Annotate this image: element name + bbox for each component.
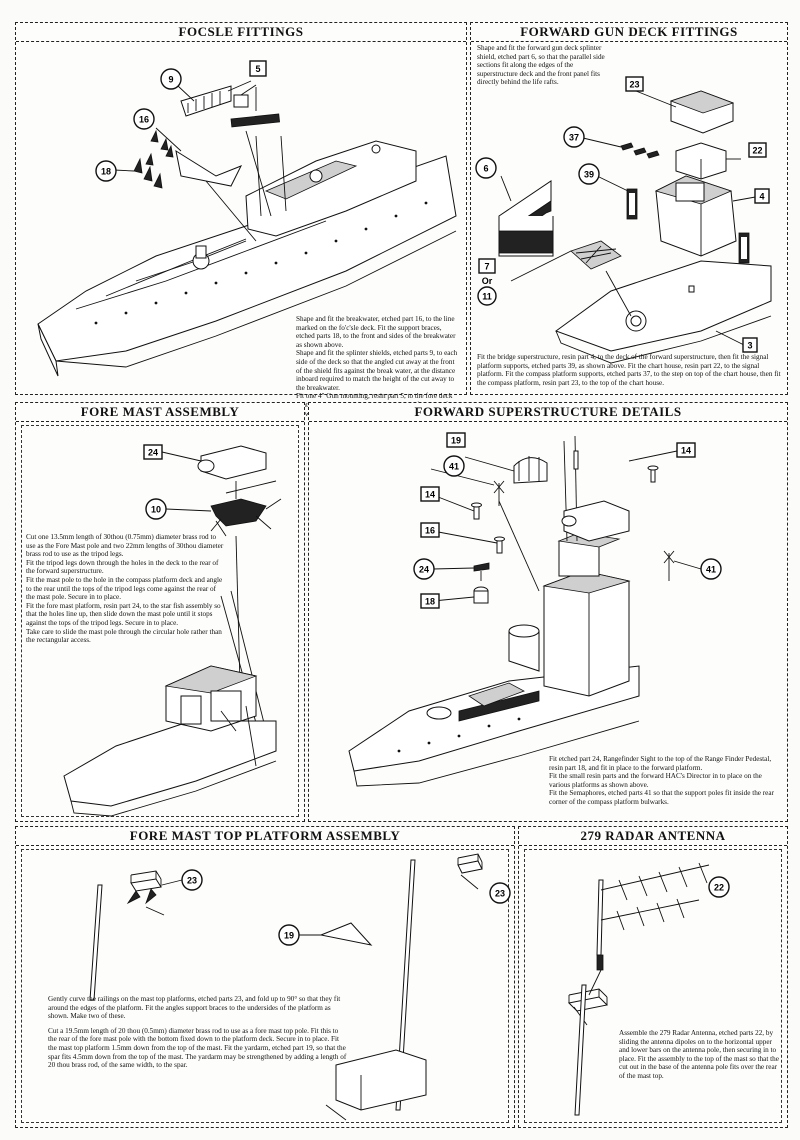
focsle-fittings-title: FOCSLE FITTINGS <box>16 23 466 42</box>
svg-text:24: 24 <box>148 448 158 458</box>
svg-text:19: 19 <box>451 436 461 446</box>
svg-text:11: 11 <box>482 292 492 302</box>
radar-antenna-title: 279 RADAR ANTENNA <box>519 827 787 846</box>
part-callout-3: 3 <box>742 337 758 353</box>
svg-text:14: 14 <box>425 490 435 500</box>
forward-superstructure-title: FORWARD SUPERSTRUCTURE DETAILS <box>309 403 787 422</box>
part-callout-14-left: 14 <box>420 486 440 502</box>
part-callout-41-right: 41 <box>700 558 722 580</box>
svg-text:22: 22 <box>752 146 762 156</box>
radar-antenna-diagram: 22 <box>567 862 730 1116</box>
fore-mast-panel: FORE MAST ASSEMBLY 24 10 Cut one 13.5mm … <box>15 402 305 822</box>
svg-text:9: 9 <box>168 75 173 85</box>
part-callout-6: 6 <box>475 157 497 179</box>
part-callout-4: 4 <box>754 188 770 204</box>
part-callout-19: 19 <box>446 432 466 448</box>
svg-text:23: 23 <box>187 876 197 886</box>
svg-text:5: 5 <box>255 64 260 74</box>
svg-text:18: 18 <box>425 597 435 607</box>
part-callout-9: 9 <box>160 68 182 90</box>
fore-mast-instructions: Cut one 13.5mm length of 30thou (0.75mm)… <box>26 533 224 645</box>
fore-mast-title: FORE MAST ASSEMBLY <box>16 403 304 422</box>
svg-text:16: 16 <box>139 115 149 125</box>
svg-text:41: 41 <box>449 462 459 472</box>
part-callout-16: 16 <box>420 522 440 538</box>
part-or-label: Or <box>482 276 493 286</box>
svg-text:4: 4 <box>759 192 764 202</box>
svg-text:39: 39 <box>584 170 594 180</box>
part-callout-14-right: 14 <box>676 442 696 458</box>
svg-text:22: 22 <box>714 883 724 893</box>
radar-antenna-panel: 279 RADAR ANTENNA 22 Assemble the 279 Ra… <box>518 826 788 1128</box>
part-callout-19: 19 <box>278 924 300 946</box>
part-callout-39: 39 <box>578 163 600 185</box>
svg-text:23: 23 <box>495 889 505 899</box>
part-callout-22: 22 <box>708 876 730 898</box>
part-callout-23-left: 23 <box>181 869 203 891</box>
part-callout-16: 16 <box>133 108 155 130</box>
forward-gun-deck-diagram: 23 37 22 39 4 6 7 Or 11 3 <box>475 76 772 364</box>
svg-text:24: 24 <box>419 565 429 575</box>
focsle-instructions: Shape and fit the breakwater, etched par… <box>296 315 458 418</box>
radar-antenna-instructions: Assemble the 279 Radar Antenna, etched p… <box>619 1029 779 1080</box>
forward-gun-deck-intro: Shape and fit the forward gun deck splin… <box>477 44 605 87</box>
forward-gun-deck-title: FORWARD GUN DECK FITTINGS <box>471 23 787 42</box>
forward-superstructure-panel: FORWARD SUPERSTRUCTURE DETAILS <box>308 402 788 822</box>
part-callout-41-left: 41 <box>443 455 465 477</box>
mast-top-title: FORE MAST TOP PLATFORM ASSEMBLY <box>16 827 514 846</box>
part-callout-22: 22 <box>748 142 767 158</box>
fore-mast-diagram: 24 10 <box>63 444 282 817</box>
svg-text:7: 7 <box>484 262 489 272</box>
svg-text:37: 37 <box>569 133 579 143</box>
forward-gun-deck-panel: FORWARD GUN DECK FITTINGS Shape and fit … <box>470 22 788 395</box>
part-callout-24: 24 <box>413 558 435 580</box>
forward-superstructure-diagram: 19 41 14 14 16 24 18 41 <box>348 432 722 787</box>
part-callout-10: 10 <box>145 498 167 520</box>
part-callout-7: 7 <box>478 258 496 274</box>
svg-text:41: 41 <box>706 565 716 575</box>
part-callout-23-right: 23 <box>489 882 511 904</box>
forward-superstructure-instructions: Fit etched part 24, Rangefinder Sight to… <box>549 755 774 806</box>
mast-top-panel: FORE MAST TOP PLATFORM ASSEMBLY 23 19 23… <box>15 826 515 1128</box>
part-callout-5: 5 <box>249 60 267 77</box>
svg-text:3: 3 <box>747 341 752 351</box>
svg-text:14: 14 <box>681 446 691 456</box>
mast-top-diagram: 23 19 23 <box>89 853 511 1121</box>
part-callout-18: 18 <box>420 593 440 609</box>
svg-text:10: 10 <box>151 505 161 515</box>
svg-text:19: 19 <box>284 931 294 941</box>
focsle-diagram: 9 5 16 18 <box>37 60 457 377</box>
focsle-fittings-panel: FOCSLE FITTINGS <box>15 22 467 418</box>
part-callout-24: 24 <box>143 444 163 460</box>
svg-text:6: 6 <box>483 164 488 174</box>
forward-gun-deck-instructions: Fit the bridge superstructure, resin par… <box>477 353 781 387</box>
svg-text:18: 18 <box>101 167 111 177</box>
part-callout-18: 18 <box>95 160 117 182</box>
part-callout-23: 23 <box>625 76 644 92</box>
svg-text:23: 23 <box>629 80 639 90</box>
mast-top-instructions: Gently curve the railings on the mast to… <box>48 995 347 1070</box>
svg-text:16: 16 <box>425 526 435 536</box>
part-callout-11: 11 <box>477 286 497 306</box>
part-callout-37: 37 <box>563 126 585 148</box>
